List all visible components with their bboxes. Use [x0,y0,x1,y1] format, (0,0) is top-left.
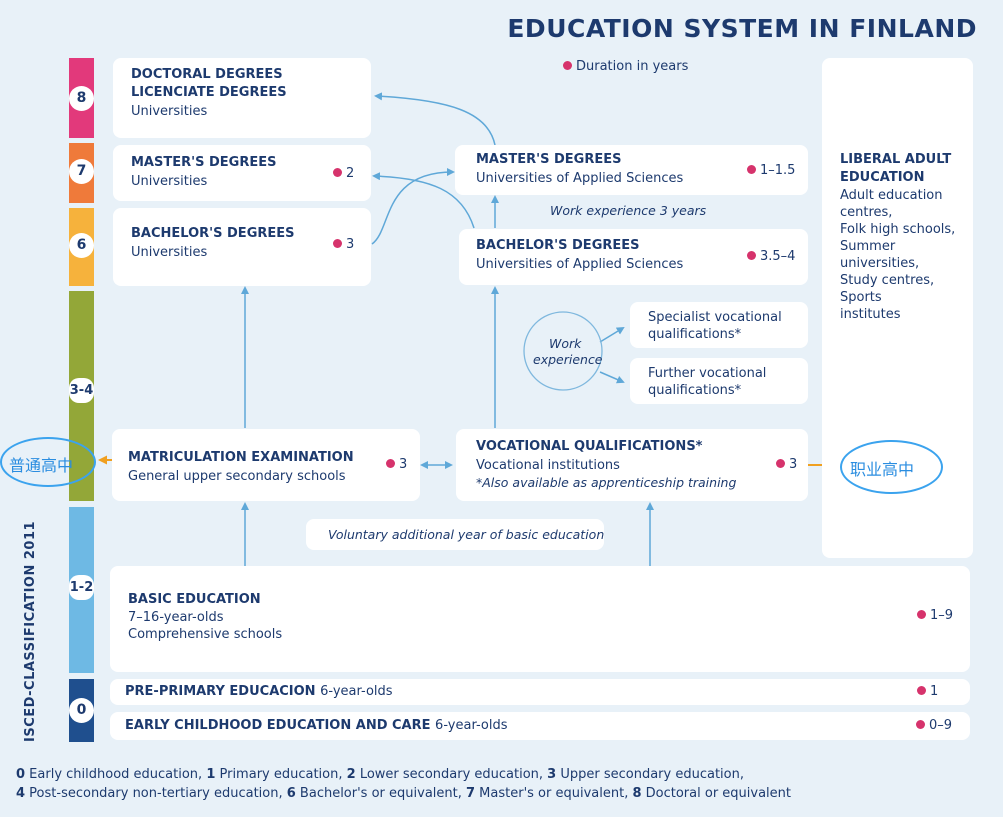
liberal-item: Sports [840,290,882,305]
footnote-num: 2 [346,767,356,782]
liberal-title2: EDUCATION [840,170,925,185]
specialist-line1: Specialist vocational [648,310,782,325]
vocational-box [456,429,808,501]
doctoral-box [113,58,371,138]
bachelors-uas-duration: 3.5–4 [747,249,795,264]
level-7-badge: 7 [69,159,94,184]
liberal-item: Summer [840,239,896,254]
legend-label: Duration in years [576,59,689,74]
further-box [630,358,808,404]
bachelors-uni-sub: Universities [131,245,208,260]
footnote-line2: 4 Post-secondary non-tertiary education,… [16,786,792,801]
specialist-line2: qualifications* [648,327,742,342]
footnote-num: 8 [632,786,642,801]
liberal-title1: LIBERAL ADULT [840,152,952,167]
doctoral-title: DOCTORAL DEGREES [131,67,283,82]
liberal-item: universities, [840,256,920,271]
specialist-box [630,302,808,348]
duration-dot-icon [333,239,342,248]
liberal-item: Adult education [840,188,943,203]
voluntary-year-box [306,519,604,550]
preprimary-title: PRE-PRIMARY EDUCACION 6-year-olds [125,684,393,699]
liberal-item: Folk high schools, [840,222,956,237]
isced-label: ISCED-CLASSIFICATION 2011 [23,520,38,742]
work-experience-circle [523,311,603,391]
voluntary-year-text: Voluntary additional year of basic educa… [328,527,605,542]
duration-dot-icon [776,459,785,468]
legend: Duration in years [563,59,688,74]
preprimary-ages: 6-year-olds [320,684,393,699]
vocational-title: VOCATIONAL QUALIFICATIONS* [476,439,703,454]
masters-uas-sub: Universities of Applied Sciences [476,171,684,186]
licenciate-title: LICENCIATE DEGREES [131,85,287,100]
masters-uni-box [113,145,371,201]
matriculation-duration: 3 [386,457,407,472]
duration-dot-icon [563,61,572,70]
further-line2: qualifications* [648,383,742,398]
footnote-line1: 0 Early childhood education, 1 Primary e… [16,767,744,782]
liberal-item: institutes [840,307,901,322]
bachelors-uas-sub: Universities of Applied Sciences [476,257,684,272]
vocational-high-school-label: 职业高中 [850,460,915,479]
bachelors-uni-duration: 3 [333,237,354,252]
matriculation-title: MATRICULATION EXAMINATION [128,450,354,465]
level-12-badge: 1-2 [69,575,94,600]
preprimary-box [110,679,970,705]
bachelors-uni-box [113,208,371,286]
liberal-items: Adult education centres, Folk high schoo… [840,187,955,323]
basic-education-duration: 1–9 [917,608,953,623]
basic-education-ages: 7–16-year-olds [128,610,224,625]
work-experience-line1: Work [549,336,582,351]
liberal-item: Study centres, [840,273,935,288]
page-title: EDUCATION SYSTEM IN FINLAND [507,14,977,43]
preprimary-duration: 1 [917,684,938,699]
duration-dot-icon [747,251,756,260]
early-childhood-title: EARLY CHILDHOOD EDUCATION AND CARE 6-yea… [125,718,508,733]
duration-dot-icon [917,610,926,619]
early-childhood-duration: 0–9 [916,718,952,733]
early-childhood-ages: 6-year-olds [435,718,508,733]
masters-uas-title: MASTER'S DEGREES [476,152,622,167]
footnote-num: 1 [206,767,216,782]
matriculation-box [112,429,420,501]
level-8-badge: 8 [69,86,94,111]
masters-uni-sub: Universities [131,174,208,189]
vocational-sub: Vocational institutions [476,458,620,473]
level-0-badge: 0 [69,698,94,723]
footnote-num: 0 [16,767,26,782]
footnote-num: 6 [286,786,296,801]
doctoral-sub: Universities [131,104,208,119]
footnote-num: 7 [466,786,476,801]
basic-education-schools: Comprehensive schools [128,627,283,642]
masters-uas-duration: 1–1.5 [747,163,795,178]
general-high-school-ellipse [0,437,96,487]
further-line1: Further vocational [648,366,767,381]
masters-uni-title: MASTER'S DEGREES [131,155,277,170]
footnote-num: 4 [16,786,26,801]
duration-dot-icon [747,165,756,174]
footnote-num: 3 [547,767,557,782]
work-experience-line2: experience [533,352,603,367]
early-childhood-box [110,712,970,740]
vocational-note: *Also available as apprenticeship traini… [476,475,737,490]
masters-uni-duration: 2 [333,166,354,181]
duration-dot-icon [386,459,395,468]
vocational-high-school-ellipse [840,440,943,494]
basic-education-title: BASIC EDUCATION [128,592,261,607]
bachelors-uas-title: BACHELOR'S DEGREES [476,238,640,253]
duration-dot-icon [333,168,342,177]
duration-dot-icon [916,720,925,729]
liberal-item: centres, [840,205,893,220]
general-high-school-label: 普通高中 [9,456,74,475]
bachelors-uni-title: BACHELOR'S DEGREES [131,226,295,241]
basic-education-box [110,566,970,672]
level-6-badge: 6 [69,233,94,258]
duration-dot-icon [917,686,926,695]
level-34-badge: 3-4 [69,378,94,403]
work-experience-years: Work experience 3 years [550,203,707,218]
matriculation-sub: General upper secondary schools [128,469,346,484]
vocational-duration: 3 [776,457,797,472]
